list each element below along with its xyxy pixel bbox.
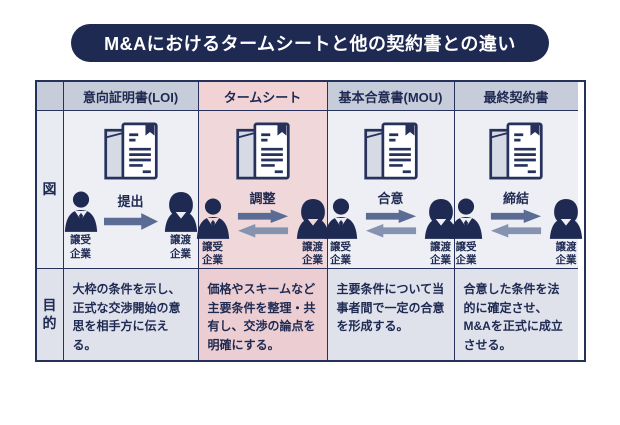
arrows-bidirectional-icon (237, 209, 288, 238)
column-header-loi: 意向証明書(LOI) (63, 82, 199, 111)
column-header-mou: 基本合意書(MOU) (327, 82, 455, 111)
seller-party: 譲渡 企業 (293, 197, 333, 268)
corner-header-cell (36, 82, 64, 111)
document-icon (363, 120, 419, 186)
purpose-cell-termsheet: 価格やスキームなど主要条件を整理・共有し、交渉の論点を明確にする。 (198, 269, 328, 360)
action-label: 締結 (502, 191, 529, 206)
purpose-text: 価格やスキームなど主要条件を整理・共有し、交渉の論点を明確にする。 (207, 282, 316, 352)
column-header-label: タームシート (223, 89, 302, 105)
acquirer-party: 譲受 企業 (61, 190, 101, 261)
figure-cell-mou: 譲受 企業 合意 譲渡 企業 (324, 111, 457, 269)
figure-cell-loi: 譲受 企業 提出 譲渡 企業 (61, 111, 201, 269)
seller-party: 譲渡 企業 (421, 197, 461, 268)
exchange-diagram: 譲受 企業 締結 譲渡 企業 (446, 188, 586, 268)
purpose-cell-final-contract: 合意した条件を法的に確定させ、M&Aを正式に成立させる。 (454, 269, 578, 360)
acquirer-person-icon (196, 198, 229, 239)
column-header-label: 基本合意書(MOU) (338, 89, 443, 105)
purpose-text: 大枠の条件を示し、正式な交渉開始の意思を相手方に伝える。 (72, 282, 181, 352)
comparison-table: 意向証明書(LOI) タームシート 基本合意書(MOU) 最終契約書 図 譲受 … (34, 80, 586, 362)
seller-party: 譲渡 企業 (161, 190, 201, 261)
row-label-purpose: 目 的 (36, 269, 64, 360)
exchange-middle: 提出 (102, 191, 160, 231)
column-header-label: 意向証明書(LOI) (82, 89, 179, 105)
exchange-middle: 調整 (234, 188, 292, 238)
column-header-final-contract: 最終契約書 (454, 82, 578, 111)
purpose-text: 合意した条件を法的に確定させ、M&Aを正式に成立させる。 (463, 282, 563, 352)
seller-label: 譲渡 企業 (170, 234, 191, 260)
page-title: M&Aにおけるタームシートと他の契約書との違い (104, 34, 516, 54)
column-header-label: 最終契約書 (483, 89, 549, 105)
action-label: 調整 (249, 191, 276, 206)
action-label: 提出 (117, 194, 144, 210)
purpose-text: 主要条件について当事者間で一定の合意を形成する。 (336, 282, 445, 334)
figure-cell-final-contract: 譲受 企業 締結 譲渡 企業 (449, 111, 583, 269)
seller-label: 譲渡 企業 (430, 240, 451, 267)
acquirer-person-icon (449, 198, 483, 239)
document-icon (488, 120, 544, 186)
action-label: 合意 (377, 191, 404, 206)
acquirer-label: 譲受 企業 (455, 240, 477, 267)
document-icon (235, 120, 291, 186)
purpose-cell-mou: 主要条件について当事者間で一定の合意を形成する。 (327, 269, 455, 360)
seller-party: 譲渡 企業 (546, 197, 586, 268)
acquirer-label: 譲受 企業 (202, 240, 223, 267)
exchange-diagram: 譲受 企業 合意 譲渡 企業 (321, 188, 461, 268)
acquirer-party: 譲受 企業 (321, 197, 361, 268)
arrows-bidirectional-icon (490, 209, 542, 238)
exchange-middle: 合意 (362, 188, 420, 238)
row-label-figure: 図 (36, 111, 64, 269)
acquirer-person-icon (64, 191, 97, 232)
row-label-text: 目 的 (42, 297, 57, 331)
figure-cell-termsheet: 譲受 企業 調整 譲渡 企業 (196, 111, 329, 269)
acquirer-party: 譲受 企業 (193, 197, 233, 268)
exchange-diagram: 譲受 企業 提出 譲渡 企業 (61, 190, 201, 261)
document-icon (103, 120, 159, 188)
arrow-right-icon (103, 213, 158, 231)
acquirer-party: 譲受 企業 (446, 197, 486, 268)
column-header-termsheet: タームシート (198, 82, 328, 111)
acquirer-label: 譲受 企業 (70, 234, 91, 260)
seller-person-icon (549, 198, 583, 239)
arrows-bidirectional-icon (365, 209, 416, 238)
acquirer-label: 譲受 企業 (330, 240, 351, 267)
exchange-diagram: 譲受 企業 調整 譲渡 企業 (193, 188, 333, 268)
infographic-page: M&Aにおけるタームシートと他の契約書との違い 意向証明書(LOI) タームシー… (0, 24, 620, 425)
title-banner: M&Aにおけるタームシートと他の契約書との違い (71, 24, 549, 62)
row-label-text: 図 (42, 180, 57, 197)
acquirer-person-icon (324, 198, 357, 239)
seller-label: 譲渡 企業 (302, 240, 323, 267)
seller-label: 譲渡 企業 (555, 240, 577, 267)
purpose-cell-loi: 大枠の条件を示し、正式な交渉開始の意思を相手方に伝える。 (63, 269, 199, 360)
exchange-middle: 締結 (487, 188, 545, 238)
